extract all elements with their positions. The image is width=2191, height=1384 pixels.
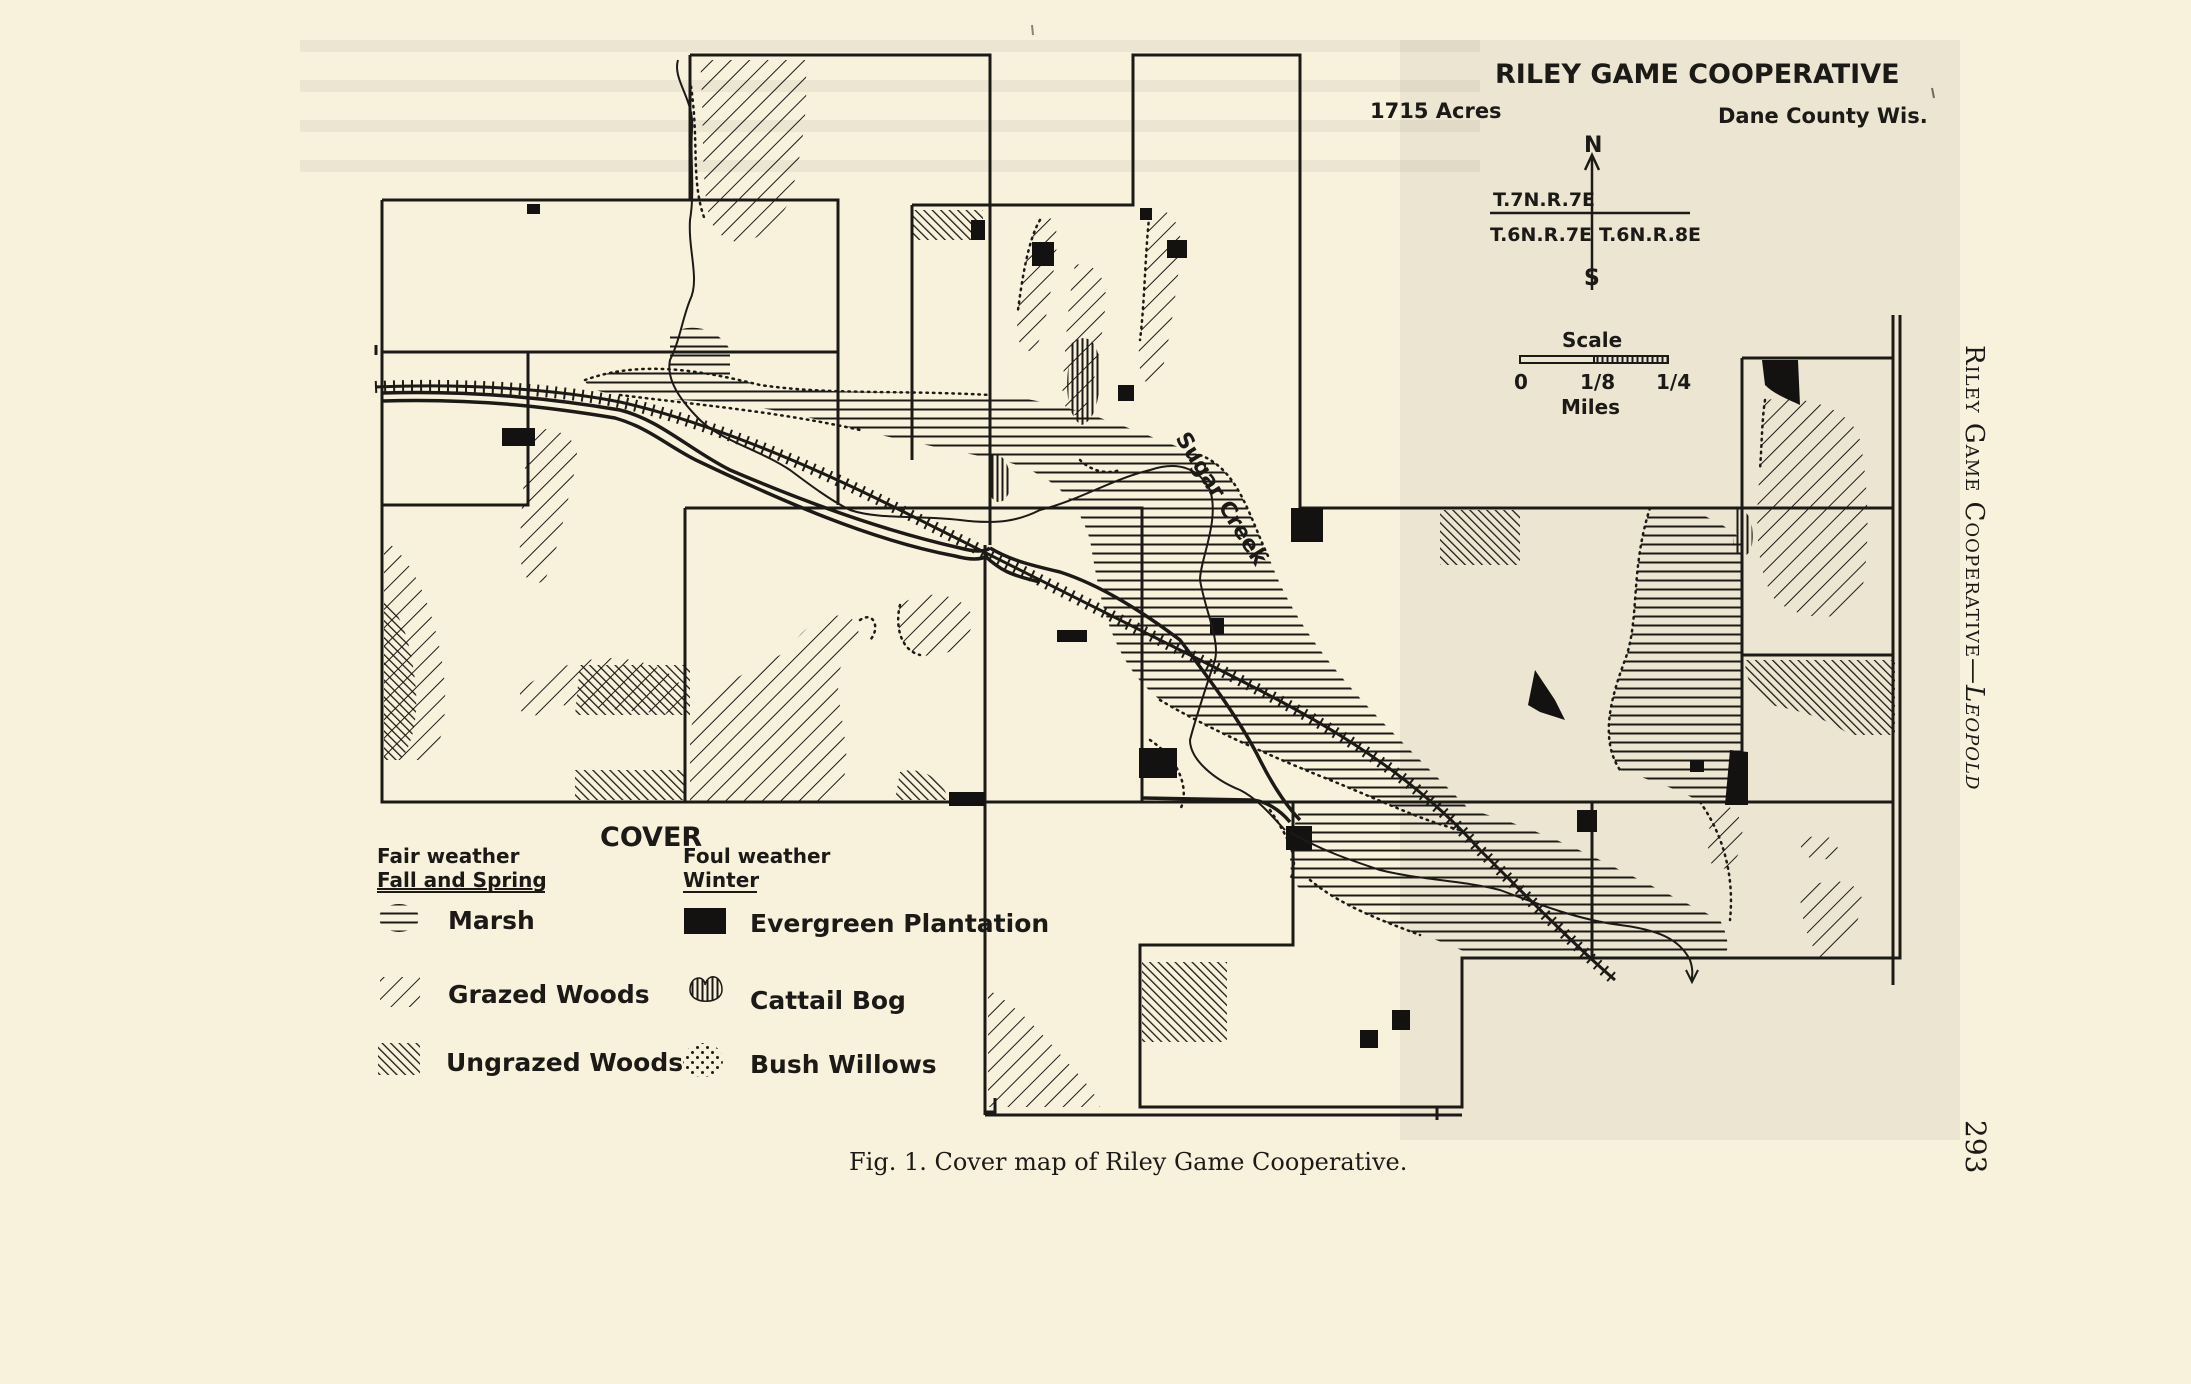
scale-tick-quarter: 1/4 — [1656, 370, 1691, 394]
county-label: Dane County Wis. — [1718, 104, 1928, 128]
running-head-title: Riley Game Cooperative — [1959, 345, 1989, 658]
bush-willow-edges — [583, 78, 1767, 937]
marsh-areas — [585, 327, 1742, 958]
marsh-swatch-icon — [379, 904, 419, 932]
legend-foul-weather-subheading: Winter — [683, 868, 759, 892]
compass-south-label: S — [1584, 266, 1600, 291]
scale-tick-eighth: 1/8 — [1580, 370, 1615, 394]
scale-title: Scale — [1562, 328, 1622, 352]
bush-willows-swatch-icon — [683, 1043, 723, 1077]
evergreen-plantation-swatch-icon — [684, 908, 726, 934]
legend-item-ungrazed-woods: Ungrazed Woods — [378, 1043, 683, 1077]
railroad — [374, 379, 1619, 985]
ungrazed-woods-areas — [384, 210, 1895, 1042]
svg-text:Riley Game Cooperative—Leopold: Riley Game Cooperative—Leopold — [1959, 345, 1989, 790]
acreage-label: 1715 Acres — [1370, 99, 1502, 123]
legend-item-grazed-woods: Grazed Woods — [380, 977, 650, 1009]
page-number: 293 — [1959, 1120, 1992, 1173]
legend-fair-weather-heading: Fair weather — [377, 844, 520, 868]
map-header: RILEY GAME COOPERATIVE 1715 Acres Dane C… — [1370, 59, 1928, 128]
figure-caption: Fig. 1. Cover map of Riley Game Cooperat… — [849, 1148, 1407, 1176]
svg-text:Ungrazed Woods: Ungrazed Woods — [446, 1048, 683, 1077]
legend-foul-weather-heading: Foul weather — [683, 844, 831, 868]
township-label-se: T.6N.R.8E — [1599, 224, 1701, 246]
grazed-woods-swatch-icon — [380, 977, 420, 1007]
legend-fair-weather-subheading: Fall and Spring — [377, 868, 547, 892]
running-head: Riley Game Cooperative—Leopold — [1959, 345, 1989, 790]
map-title: RILEY GAME COOPERATIVE — [1495, 59, 1900, 90]
compass: N T.7N.R.7E T.6N.R.7E T.6N.R.8E S — [1490, 133, 1701, 291]
compass-north-label: N — [1584, 133, 1602, 158]
scale-bar: Scale 0 1/8 1/4 Miles — [1514, 328, 1691, 419]
legend-item-cattail-bog: Cattail Bog — [689, 976, 906, 1015]
running-head-author: Leopold — [1959, 684, 1989, 790]
grazed-woods-areas — [384, 60, 1868, 1107]
cattail-bog-areas — [990, 338, 1753, 557]
evergreen-plantations — [502, 204, 1800, 1048]
ungrazed-woods-swatch-icon — [378, 1043, 420, 1075]
svg-text:Marsh: Marsh — [448, 906, 535, 935]
roads — [381, 390, 1302, 824]
legend-title: COVER — [600, 822, 702, 853]
svg-text:Cattail Bog: Cattail Bog — [750, 986, 906, 1015]
township-label-nw: T.7N.R.7E — [1493, 189, 1595, 211]
cattail-bog-swatch-icon — [689, 976, 723, 1002]
running-head-separator: — — [1959, 658, 1989, 685]
legend-item-evergreen-plantation: Evergreen Plantation — [684, 908, 1049, 938]
scale-tick-0: 0 — [1514, 370, 1528, 394]
township-label-sw: T.6N.R.7E — [1490, 224, 1592, 246]
map-legend: COVER Fair weather Fall and Spring Foul … — [377, 822, 1049, 1079]
svg-text:Bush Willows: Bush Willows — [750, 1050, 937, 1079]
legend-item-bush-willows: Bush Willows — [683, 1043, 937, 1079]
svg-text:Evergreen Plantation: Evergreen Plantation — [750, 909, 1049, 938]
scale-unit: Miles — [1561, 395, 1620, 419]
svg-text:Grazed Woods: Grazed Woods — [448, 980, 650, 1009]
legend-item-marsh: Marsh — [379, 904, 535, 935]
